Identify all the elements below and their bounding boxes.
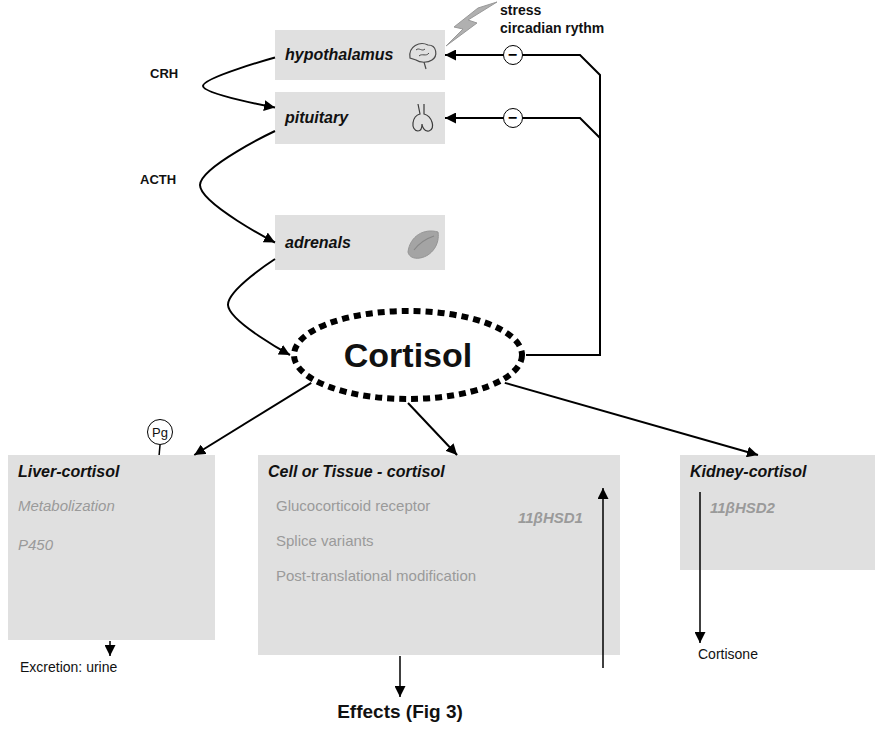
label-slot: Effects (Fig 3) <box>337 701 463 723</box>
connector-arrow <box>228 259 290 355</box>
node-text: Post-translational modification <box>276 567 476 584</box>
hormone-label: CRH <box>150 66 178 81</box>
node-title: Cortisol <box>344 336 472 375</box>
cell-box: Cell or Tissue - cortisolGlucocorticoid … <box>258 455 620 655</box>
inhibition-sign: − <box>503 45 523 65</box>
effects-arrow <box>399 656 401 697</box>
node-title: hypothalamus <box>285 46 393 64</box>
metabolite-label: Cortisone <box>698 646 758 662</box>
excretion-arrow <box>109 641 111 656</box>
cortisol-ellipse: Cortisol <box>290 307 526 403</box>
label-slot: circadian rythm <box>500 20 604 36</box>
pituitary-box: pituitary <box>275 92 445 144</box>
node-text: Metabolization <box>18 497 115 514</box>
connector-arrow <box>158 445 160 455</box>
effects-label: Effects (Fig 3) <box>337 701 463 723</box>
connector-arrow <box>203 58 275 108</box>
edge-label-slot: ACTH <box>140 172 176 187</box>
liver-box: Liver-cortisolMetabolizationP450 <box>8 455 215 640</box>
node-title: Pg <box>152 425 168 440</box>
node-title: Liver-cortisol <box>18 463 119 481</box>
adrenals-box: adrenals <box>275 215 445 270</box>
connector-arrow <box>194 383 311 455</box>
edge-label-slot: − <box>503 108 523 128</box>
node-text: P450 <box>18 536 53 553</box>
node-text: 11βHSD2 <box>710 499 775 516</box>
connector-arrow <box>445 55 600 355</box>
node-text: Glucocorticoid receptor <box>276 497 430 514</box>
label-slot: Cortisone <box>698 646 758 662</box>
hormone-label: ACTH <box>140 172 176 187</box>
label-slot: stress <box>500 2 541 18</box>
stress-label: stress <box>500 2 541 18</box>
stress-label: circadian rythm <box>500 20 604 36</box>
connector-arrow <box>505 383 758 455</box>
pg-circle: Pg <box>147 419 173 445</box>
hypothalamus-box: hypothalamus <box>275 30 445 80</box>
inhibition-sign: − <box>503 108 523 128</box>
connector-arrow <box>408 403 457 455</box>
node-title: Kidney-cortisol <box>690 463 806 481</box>
node-title: Cell or Tissue - cortisol <box>268 463 445 481</box>
edge-label-slot: CRH <box>150 66 178 81</box>
connector-arrow <box>200 131 275 243</box>
node-title: pituitary <box>285 109 348 127</box>
lightning-bolt <box>446 2 497 46</box>
edge-label-slot: − <box>503 45 523 65</box>
node-text: Splice variants <box>276 532 374 549</box>
kidney-box: Kidney-cortisol 11βHSD2 <box>680 455 875 570</box>
node-text: 11βHSD1 <box>518 509 583 526</box>
label-slot: Excretion: urine <box>20 659 117 675</box>
output-label: Excretion: urine <box>20 659 117 675</box>
node-title: adrenals <box>285 234 351 252</box>
